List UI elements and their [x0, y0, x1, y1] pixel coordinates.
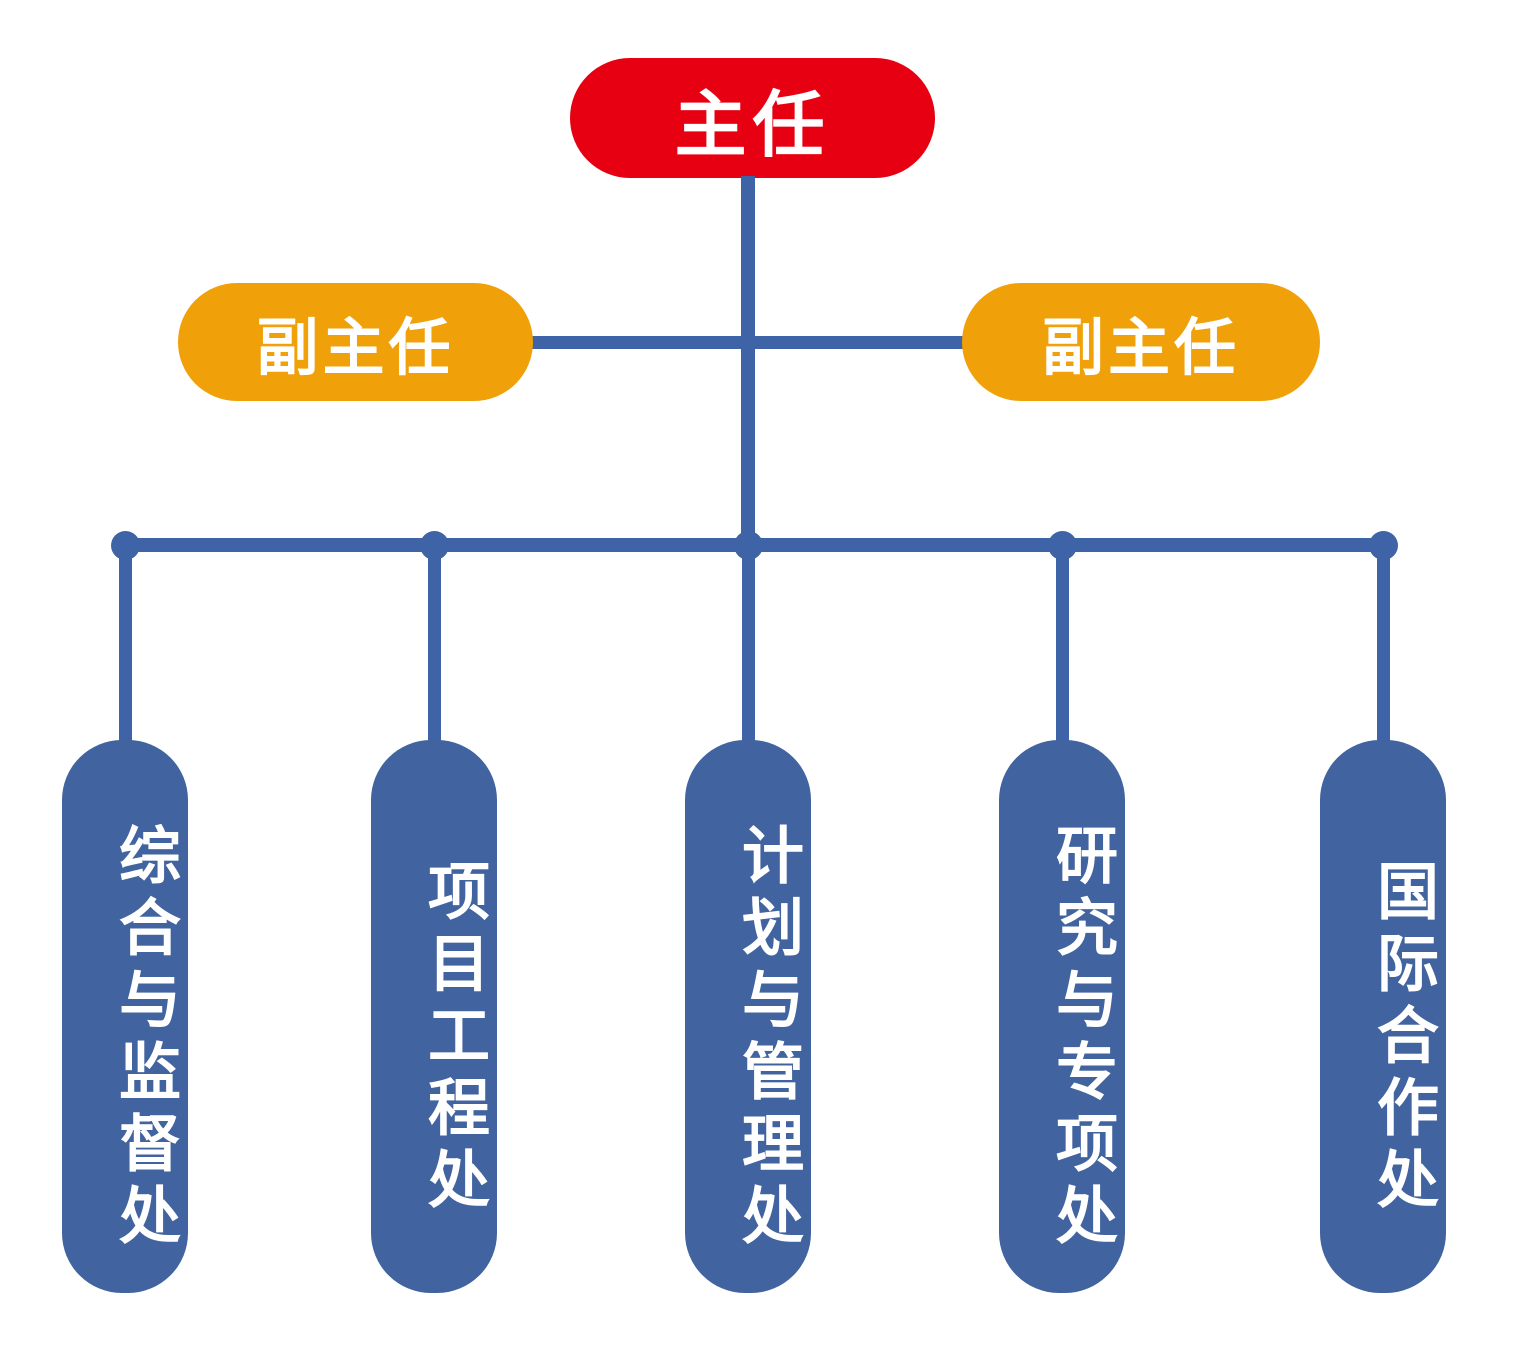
node-division-2-label: 项目工程处 [418, 858, 487, 1219]
node-division-3-label: 计划与管理处 [732, 822, 801, 1255]
connector-drop-2 [428, 545, 441, 750]
connector-drop-4 [1056, 545, 1069, 750]
node-deputy-left-label: 副主任 [256, 314, 455, 383]
node-division-4[interactable]: 研究与专项处 [999, 740, 1125, 1293]
node-division-1[interactable]: 综合与监督处 [62, 740, 188, 1293]
node-director[interactable]: 主任 [570, 58, 935, 178]
connector-director-trunk [741, 176, 755, 548]
node-division-5[interactable]: 国际合作处 [1320, 740, 1446, 1293]
node-division-2[interactable]: 项目工程处 [371, 740, 497, 1293]
node-director-label: 主任 [674, 85, 831, 166]
node-deputy-right[interactable]: 副主任 [962, 283, 1320, 401]
node-division-3[interactable]: 计划与管理处 [685, 740, 811, 1293]
node-division-5-label: 国际合作处 [1367, 858, 1436, 1219]
node-deputy-left[interactable]: 副主任 [178, 283, 533, 401]
connector-drop-3 [742, 545, 755, 750]
connector-drop-5 [1377, 545, 1390, 750]
node-deputy-right-label: 副主任 [1041, 314, 1240, 383]
node-division-4-label: 研究与专项处 [1046, 822, 1115, 1255]
node-division-1-label: 综合与监督处 [109, 822, 178, 1255]
connector-drop-1 [119, 545, 132, 750]
connector-deputy-bar [527, 336, 967, 349]
